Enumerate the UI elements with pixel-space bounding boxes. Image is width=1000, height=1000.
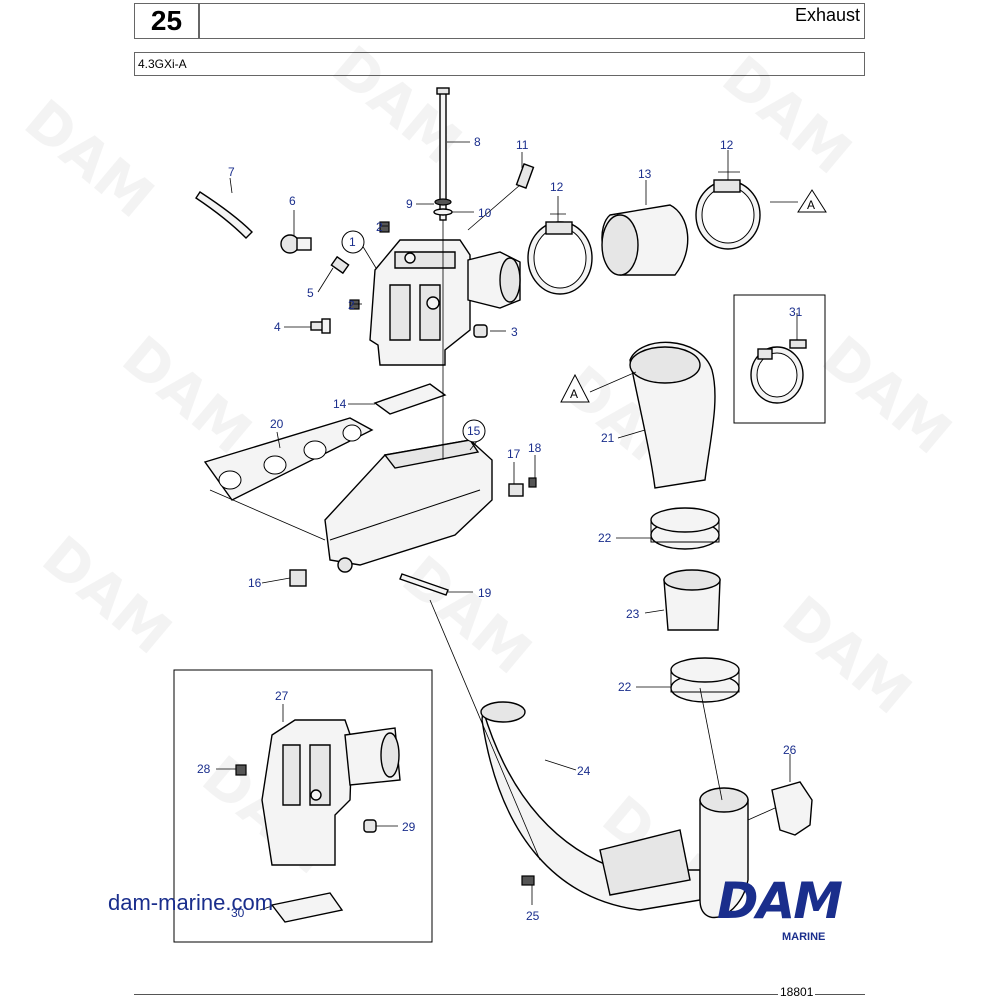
callout-20: 20 <box>270 417 284 431</box>
part-2-plug-side <box>349 299 360 310</box>
callout-7: 7 <box>228 165 235 179</box>
part-2-plug-top <box>379 221 390 233</box>
watermark: DAM <box>12 88 165 231</box>
part-24-exhaust-pipe <box>480 701 749 919</box>
ref-a-lower: A <box>570 387 578 401</box>
callout-28: 28 <box>197 762 211 776</box>
callout-24: 24 <box>577 764 591 778</box>
part-3-plug <box>473 324 488 338</box>
part-23-hose <box>663 569 721 631</box>
part-7-hose <box>195 191 253 239</box>
callout-9: 9 <box>406 197 413 211</box>
callout-29: 29 <box>402 820 416 834</box>
callout-22a: 22 <box>598 531 612 545</box>
callout-2a: 2 <box>376 220 383 234</box>
part-31-clamp <box>750 339 807 404</box>
drawing-number: 18801 <box>778 985 816 999</box>
part-15-exhaust-manifold <box>324 439 493 573</box>
part-16-fitting <box>289 569 307 587</box>
watermark: DAM <box>810 324 963 467</box>
callout-6: 6 <box>289 194 296 208</box>
bottom-divider <box>134 994 865 995</box>
callout-2b: 2 <box>348 298 355 312</box>
page-title: Exhaust <box>794 5 860 25</box>
callout-11: 11 <box>516 138 529 152</box>
callout-26: 26 <box>783 743 797 757</box>
leader-lines <box>209 141 798 911</box>
callout-22b: 22 <box>618 680 632 694</box>
part-5-plug <box>330 255 350 275</box>
callout-8: 8 <box>474 135 481 149</box>
part-14-gasket <box>373 383 447 415</box>
callout-15: 15 <box>467 424 481 438</box>
callout-19: 19 <box>478 586 492 600</box>
watermark: DAM <box>320 34 473 177</box>
dam-logo: DAM <box>717 872 843 930</box>
part-11-sensor <box>515 163 535 189</box>
engine-model: 4.3GXi-A <box>138 57 187 71</box>
ref-a-upper: A <box>807 198 815 212</box>
callout-5: 5 <box>307 286 314 300</box>
website-url[interactable]: dam-marine.com <box>108 890 274 915</box>
callout-17: 17 <box>507 447 521 461</box>
callout-23: 23 <box>626 607 640 621</box>
part-29-plug <box>363 819 377 833</box>
part-12-clamp-right <box>695 179 761 250</box>
callout-16: 16 <box>248 576 262 590</box>
part-27-alternate-elbow <box>261 719 401 866</box>
part-17-fitting <box>508 483 524 497</box>
callout-labels: 1 2 2 3 4 5 6 7 8 9 10 11 12 12 13 A 14 … <box>197 135 827 923</box>
part-18-plug <box>528 477 537 488</box>
part-13-hose <box>601 204 689 276</box>
part-21-elbow <box>629 341 716 489</box>
watermark: DAM <box>390 544 543 687</box>
model-box: 4.3GXi-A <box>134 52 865 76</box>
part-4-drain <box>310 318 331 334</box>
inset-clamp-box <box>733 294 826 424</box>
part-6-fitting <box>280 234 312 254</box>
part-25-bolt <box>521 875 535 886</box>
inset-alternate-elbow-box <box>173 669 433 943</box>
part-22-clamp-lower <box>670 657 740 703</box>
callout-3: 3 <box>511 325 518 339</box>
part-9-washer <box>434 198 452 206</box>
dam-logo-subtitle: MARINE <box>782 931 826 943</box>
callout-4: 4 <box>274 320 281 334</box>
part-30-gasket <box>270 892 344 923</box>
callout-25: 25 <box>526 909 540 923</box>
part-20-manifold-gasket <box>203 417 374 501</box>
callout-21: 21 <box>601 431 615 445</box>
part-28-plug <box>235 764 247 776</box>
callout-27: 27 <box>275 689 289 703</box>
watermark: DAM <box>710 44 863 187</box>
callout-10: 10 <box>478 206 492 220</box>
title-box: Exhaust <box>199 3 865 39</box>
watermark: DAM <box>770 584 923 727</box>
callout-14: 14 <box>333 397 347 411</box>
part-26-gasket <box>771 781 813 836</box>
part-12-clamp-left <box>527 221 593 295</box>
callout-12b: 12 <box>720 138 734 152</box>
callout-18: 18 <box>528 441 542 455</box>
watermark: DAM <box>30 524 183 667</box>
watermark: DAM <box>110 324 263 467</box>
callout-30: 30 <box>231 906 245 920</box>
part-1-exhaust-elbow <box>369 239 521 366</box>
callout-1: 1 <box>349 235 356 249</box>
part-22-clamp-upper <box>650 507 720 550</box>
callout-12a: 12 <box>550 180 564 194</box>
callout-13: 13 <box>638 167 652 181</box>
part-19-bolt <box>399 573 449 596</box>
section-number: 25 <box>134 3 199 39</box>
part-10-seal <box>433 208 453 216</box>
callout-31: 31 <box>789 305 803 319</box>
